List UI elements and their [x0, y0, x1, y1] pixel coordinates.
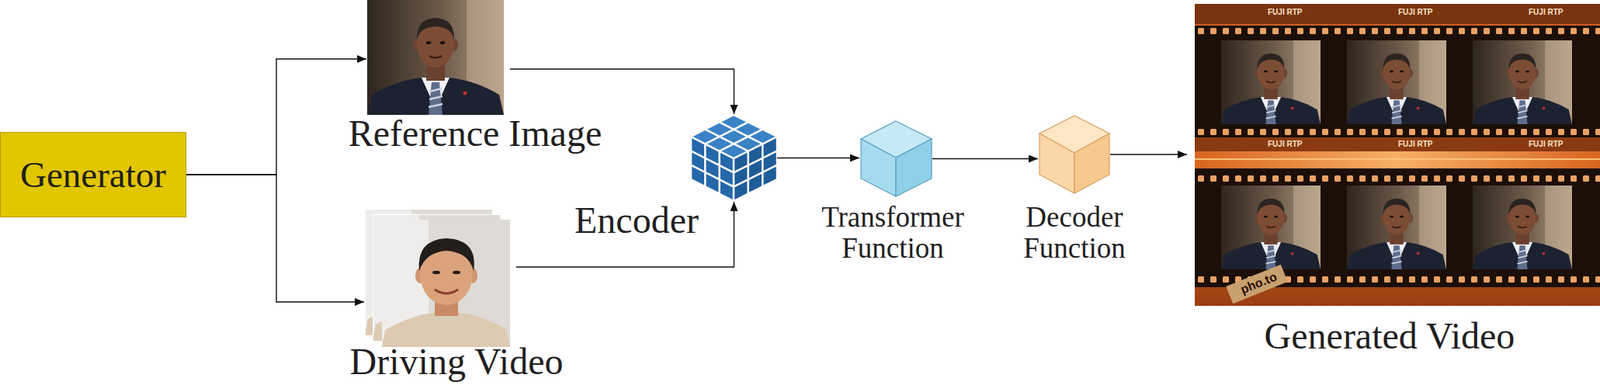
reference-photo: [367, 0, 504, 115]
reference-image: Reference Image: [326, 0, 631, 156]
node-label: Driving Video: [350, 341, 564, 382]
arrow-connector: [777, 157, 860, 159]
node-label: Encoder: [574, 200, 699, 241]
transformer-function: Transformer Function: [795, 116, 998, 268]
node-label: Transformer Function: [795, 201, 990, 264]
watermark: FUJI RTP: [1398, 7, 1433, 17]
encoder-cube: [690, 114, 778, 202]
driving-video: Driving Video: [326, 208, 591, 384]
watermark: FUJI RTP: [1528, 7, 1563, 17]
decoder-cube: [1038, 114, 1111, 195]
arrow-connector: [186, 174, 365, 302]
node-label: Generator: [20, 155, 167, 195]
node-label: Generated Video: [1264, 315, 1516, 357]
node-label: Reference Image: [348, 113, 602, 154]
generated-video-filmstrip: [1194, 3, 1600, 306]
generated-video: Generated Video: [1194, 3, 1600, 361]
arrow-connector: [186, 59, 367, 175]
node-label: Decoder Function: [1006, 201, 1143, 264]
arrow-connector: [1110, 153, 1187, 155]
decoder-function: Decoder Function: [1007, 114, 1144, 267]
generator-box: Generator: [0, 131, 187, 218]
watermark: FUJI RTP: [1398, 139, 1433, 149]
arrow-connector: [510, 69, 735, 115]
watermark: FUJI RTP: [1267, 139, 1302, 149]
watermark: pho.to: [1238, 269, 1279, 297]
watermark: FUJI RTP: [1528, 139, 1563, 149]
driving-video-frames: [364, 208, 511, 348]
arrow-connector: [932, 158, 1038, 160]
watermark: FUJI RTP: [1267, 7, 1302, 17]
transformer-cube: [860, 120, 933, 198]
encoder: Encoder: [558, 114, 781, 240]
